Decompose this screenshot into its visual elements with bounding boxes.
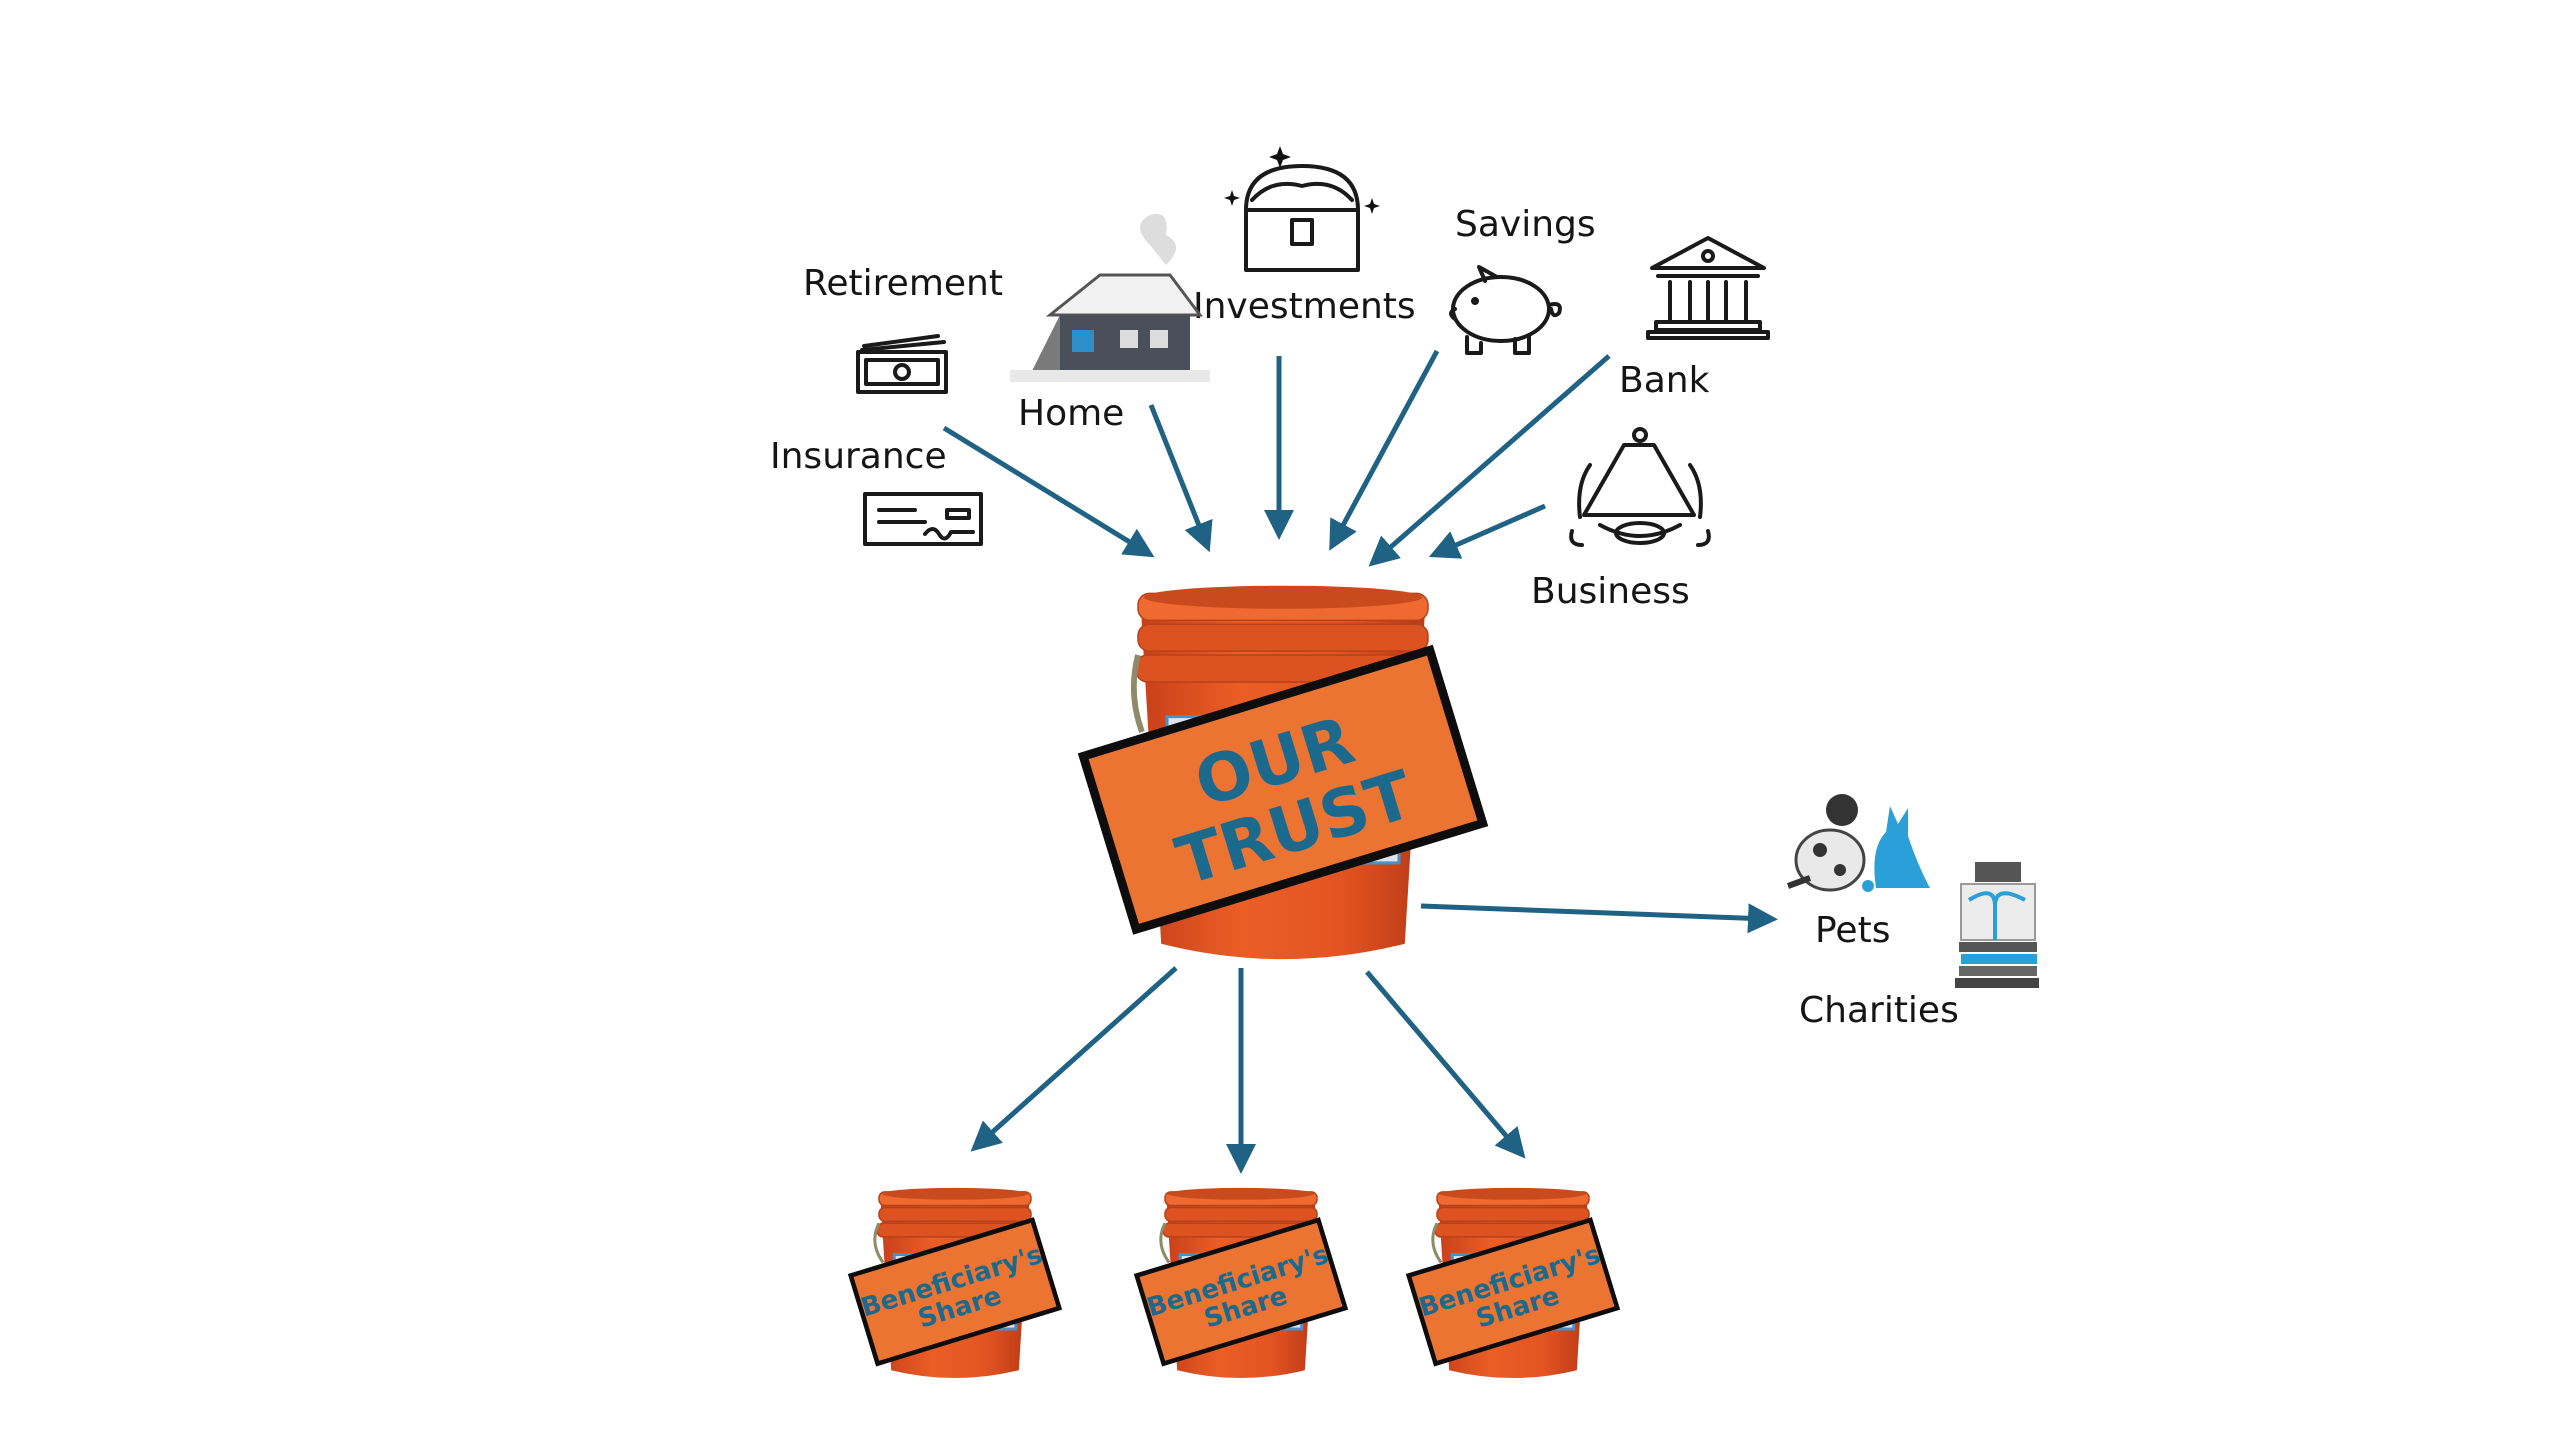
bucket-rim [1137, 623, 1429, 652]
bucket-opening [1168, 1187, 1314, 1200]
bucket-rim [1436, 1206, 1590, 1222]
conference-table-icon [1569, 427, 1711, 547]
label-business: Business [1531, 571, 1690, 612]
inflow-arrows [942, 349, 1611, 567]
label-bank: Bank [1619, 360, 1710, 401]
bucket-rim [878, 1206, 1032, 1222]
bucket-opening [882, 1187, 1028, 1200]
arrow-business [1428, 503, 1547, 559]
bucket-opening [1440, 1187, 1586, 1200]
bank-building-icon [1646, 236, 1770, 340]
label-retirement: Retirement [803, 263, 1003, 304]
gift-books-icon [1955, 862, 2039, 988]
bucket-rim [1164, 1206, 1318, 1222]
label-box [847, 1217, 1063, 1367]
label-insurance: Insurance [770, 436, 947, 477]
label-home: Home [1018, 393, 1124, 434]
label-box [1405, 1217, 1621, 1367]
arrow-share-1 [970, 966, 1178, 1152]
piggy-bank-icon [1449, 265, 1562, 355]
label-investments: Investments [1193, 286, 1416, 327]
arrow-bank [1368, 354, 1611, 567]
label-box [1077, 644, 1489, 935]
arrow-savings [1329, 349, 1440, 551]
arrow-pets-charities [1420, 903, 1778, 934]
label-box [1133, 1217, 1349, 1367]
label-savings: Savings [1455, 204, 1596, 245]
treasure-chest-icon [1224, 146, 1380, 272]
check-icon [863, 492, 983, 546]
label-charities: Charities [1799, 990, 1959, 1031]
pets-icon [1786, 794, 1930, 892]
cash-icon [856, 334, 948, 394]
bucket-opening [1143, 585, 1423, 609]
label-pets: Pets [1815, 910, 1890, 951]
arrow-share-3 [1365, 970, 1526, 1159]
house-icon [1010, 213, 1210, 382]
arrow-home [1148, 404, 1213, 553]
outflow-arrows [970, 903, 1778, 1174]
arrow-insurance [942, 425, 1155, 558]
